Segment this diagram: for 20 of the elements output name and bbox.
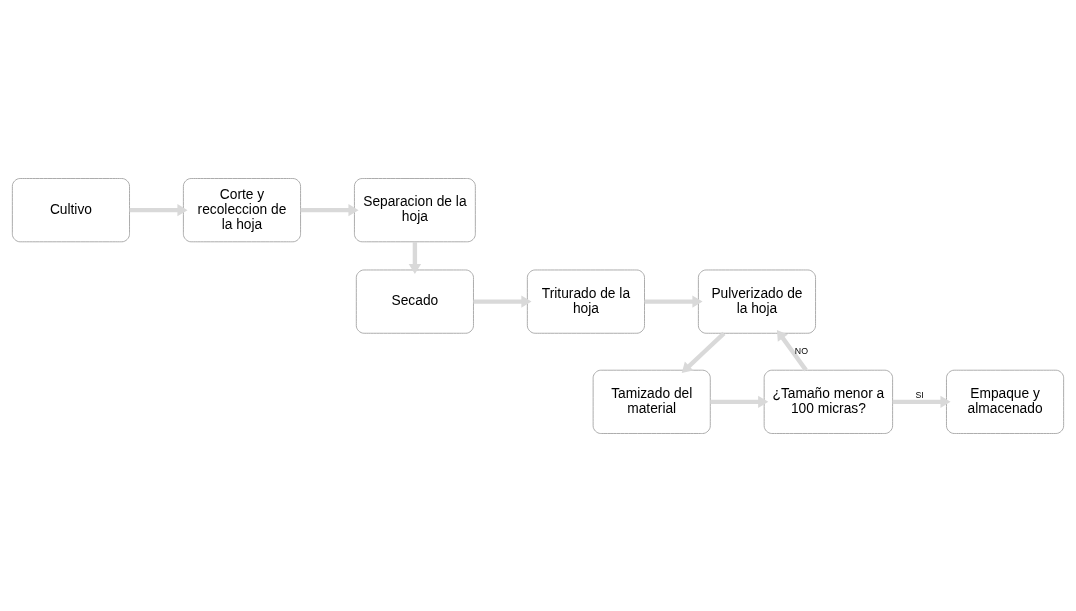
node-box: ¿Tamaño menor a 100 micras? xyxy=(763,369,894,434)
arrow xyxy=(300,203,359,216)
edge-label: NO xyxy=(794,345,809,356)
node-box: Corte y recoleccion de la hoja xyxy=(182,177,302,242)
arrow xyxy=(776,329,808,371)
edge-label: SI xyxy=(915,389,924,400)
arrow xyxy=(681,331,726,373)
node-box: Separacion de la hoja xyxy=(353,177,476,242)
arrow xyxy=(644,294,703,308)
arrow xyxy=(710,395,769,408)
arrow xyxy=(129,203,188,216)
arrow xyxy=(408,241,422,274)
node-box: Triturado de la hoja xyxy=(526,269,645,334)
arrow xyxy=(892,395,951,408)
node-box: Secado xyxy=(355,269,474,334)
arrow xyxy=(473,294,532,308)
node-box: Pulverizado de la hoja xyxy=(697,269,816,334)
node-box: Tamizado del material xyxy=(592,369,711,434)
node-box: Cultivo xyxy=(11,177,130,242)
node-box: Empaque y almacenado xyxy=(946,369,1065,434)
